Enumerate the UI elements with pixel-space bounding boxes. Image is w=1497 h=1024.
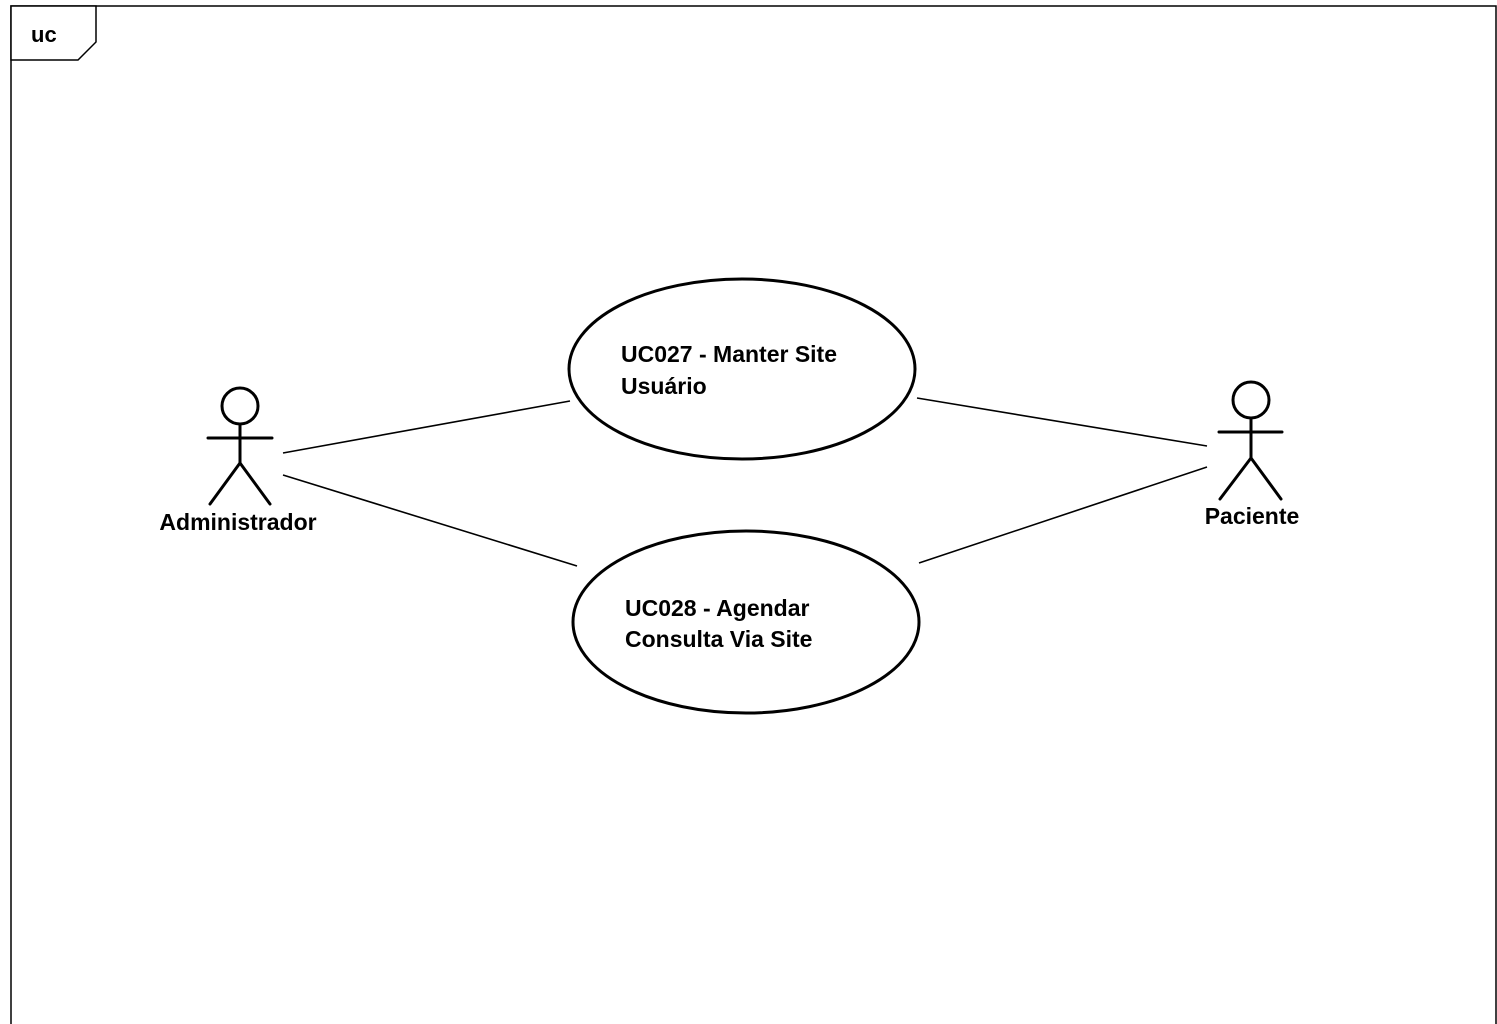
use-case-uc027-line-2: Usuário <box>621 373 707 399</box>
actor-paciente-label: Paciente <box>1205 503 1300 529</box>
use-case-uc028-ellipse[interactable] <box>571 529 921 715</box>
use-case-uc027[interactable]: UC027 - Manter Site Usuário <box>567 277 917 461</box>
association-paciente-uc028[interactable] <box>918 466 1208 564</box>
frame-label: uc <box>31 22 57 47</box>
actor-right-leg <box>238 461 272 506</box>
actor-administrador-label: Administrador <box>159 509 316 535</box>
frame-tab <box>10 5 97 61</box>
actor-paciente[interactable]: Paciente <box>1205 380 1300 529</box>
associations <box>282 397 1208 567</box>
use-case-uc027-line-1: UC027 - Manter Site <box>621 341 837 367</box>
use-case-uc027-label: UC027 - Manter Site Usuário <box>621 341 843 399</box>
use-case-uc028-line-1: UC028 - Agendar <box>625 595 810 621</box>
association-administrador-uc028[interactable] <box>282 474 578 567</box>
actor-left-leg <box>1218 456 1253 501</box>
actor-paciente-figure[interactable] <box>1217 380 1284 501</box>
use-case-uc028[interactable]: UC028 - Agendar Consulta Via Site <box>571 529 921 715</box>
use-case-uc027-ellipse[interactable] <box>567 277 917 461</box>
association-administrador-uc027[interactable] <box>282 400 571 454</box>
frame-border <box>10 5 1497 1024</box>
diagram-frame: uc <box>10 5 1497 1024</box>
actor-right-leg <box>1249 456 1283 501</box>
actor-left-leg <box>208 461 242 506</box>
actor-head <box>220 386 260 426</box>
association-paciente-uc027[interactable] <box>916 397 1208 447</box>
use-case-uc028-line-2: Consulta Via Site <box>625 626 812 652</box>
actor-administrador[interactable]: Administrador <box>159 386 317 535</box>
use-case-uc028-label: UC028 - Agendar Consulta Via Site <box>625 595 816 652</box>
actor-administrador-figure[interactable] <box>206 386 274 506</box>
actor-head <box>1231 380 1271 420</box>
